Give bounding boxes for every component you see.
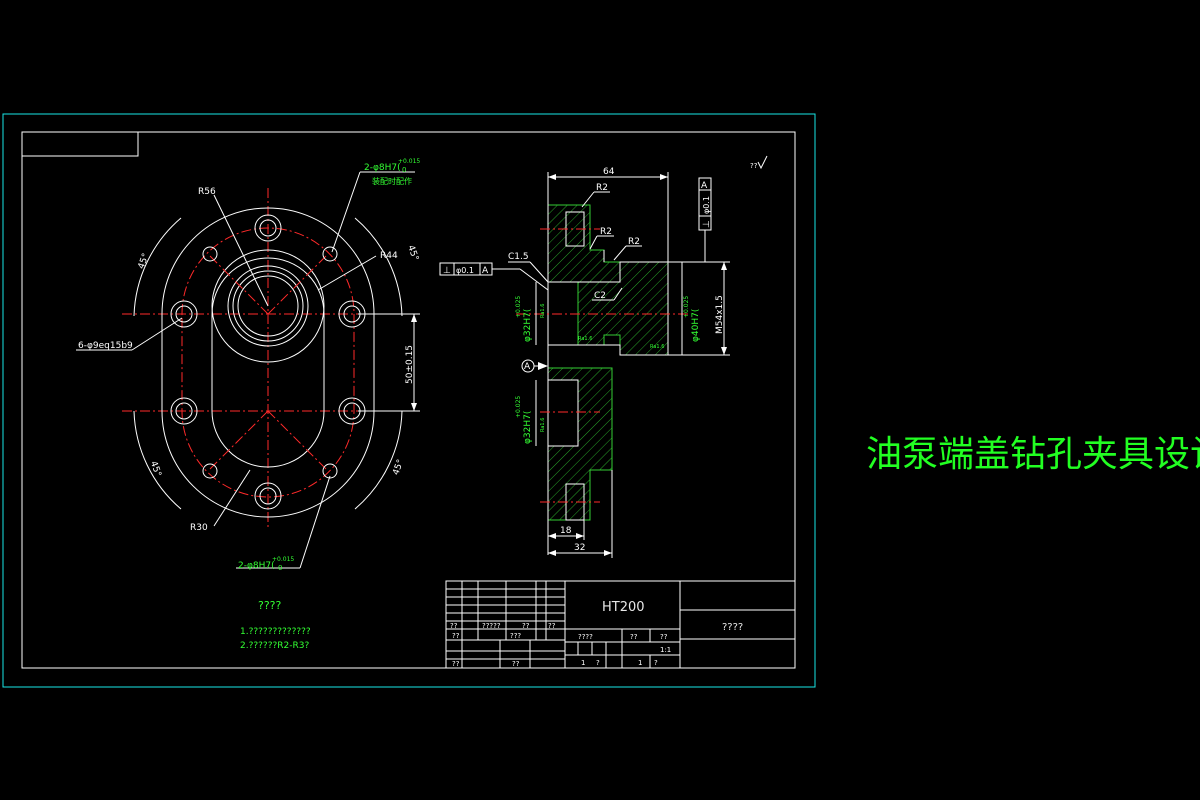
roughness-4: Ra1.6 [540,304,546,318]
angle-right-bottom: 45° [391,458,406,476]
notes: ???? 1.????????????? 2.??????R2-R3? [240,599,311,651]
angle-right-top: 45° [405,244,420,262]
dim-18: 18 [560,526,572,536]
pin-top-tol-lower: 0 [402,166,406,174]
drawing-title: 油泵端盖钻孔夹具设计 [866,434,1200,475]
tb-sheet-4: ? [654,659,658,667]
part-name: ???? [722,622,743,633]
r2-top: R2 [596,183,608,193]
r56-label: R56 [198,187,216,197]
inner-frame [21,131,796,669]
title-block: HT200 ???? ?? ????? ?? ?? ?? ??? ???? ??… [445,580,796,669]
pin-bottom-tol-lower: 0 [278,564,282,572]
front-view: R56 R44 R30 45° 45° 45° 45° 6-φ9eq15b9 2… [76,158,420,572]
tb-sheet-1: 1 [581,659,585,667]
tb-r1c2: ????? [482,622,501,630]
perp-left-value: φ0.1 [456,266,474,275]
perp-left-symbol: ⊥ [443,266,451,276]
roughness-1: Ra1.6 [578,336,592,342]
perp-right-value: φ0.1 [702,196,711,214]
notes-heading: ???? [258,599,282,612]
pin-top-tol: +0.015 [398,158,420,165]
angle-left-top: 45° [137,252,152,270]
notes-line-1: 1.????????????? [240,627,311,637]
tb-r2c2: ??? [510,632,521,640]
tb-r1c1: ?? [450,622,458,630]
corner-label-box [21,131,139,157]
r30-label: R30 [190,523,208,533]
perp-right-symbol: ⊥ [702,220,712,228]
thread-spec: M54x1.5 [715,295,725,334]
roughness-corner: ?? [750,162,758,170]
section-view: 64 18 32 R2 R2 R2 C1.5 C2 ⊥ φ0.1 A [439,155,768,558]
tb-scale: 1:1 [660,646,671,654]
tb-r3c2: ?? [512,660,520,668]
perp-right-ref: A [701,181,708,191]
bore-left-lower: φ32H7( [523,411,533,444]
pin-top-callout: 2-φ8H7( [364,163,401,173]
angle-left-bottom: 45° [148,460,163,478]
bore-left-lower-tol: +0.025 [515,396,522,418]
tb-r2c5: ?? [660,633,668,641]
tb-r3c1: ?? [452,660,460,668]
r2-right: R2 [628,237,640,247]
tb-r2c3: ???? [578,633,593,641]
tb-r2c1: ?? [452,632,460,640]
tb-r1c4: ?? [548,622,556,630]
center-distance: 50±0.15 [405,345,415,384]
notes-line-2: 2.??????R2-R3? [240,641,309,651]
pin-top-note: 装配时配作 [372,176,412,186]
roughness-2: Ra1.6 [650,344,664,350]
dim-32: 32 [574,543,585,553]
pin-bottom-callout: 2-φ8H7( [238,561,275,571]
tb-sheet-2: ? [596,659,600,667]
chamfer-c15: C1.5 [508,252,529,262]
tb-r1c3: ?? [522,622,530,630]
dim-64: 64 [603,167,615,177]
r2-mid: R2 [600,227,612,237]
material: HT200 [602,600,645,615]
bore-right: φ40H7( [691,309,701,342]
pin-bottom-tol: +0.015 [272,556,294,563]
bore-left-upper: φ32H7( [523,309,533,342]
datum-a: A [524,362,531,372]
tb-sheet-3: 1 [638,659,642,667]
hole-callout: 6-φ9eq15b9 [78,341,133,351]
roughness-3: Ra1.6 [540,418,546,432]
bore-right-tol: +0.025 [683,296,690,318]
perp-left-ref: A [482,266,489,276]
tb-r2c4: ?? [630,633,638,641]
r44-label: R44 [380,251,398,261]
outer-frame [2,113,816,688]
chamfer-c2: C2 [594,291,606,301]
bore-left-upper-tol: +0.025 [515,296,522,318]
